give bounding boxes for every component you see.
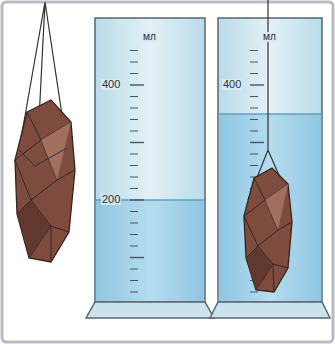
tick: [130, 223, 138, 224]
tick: [250, 73, 258, 74]
tick: [250, 165, 258, 166]
unit-label: мл: [262, 32, 277, 42]
water: [96, 200, 204, 301]
scale-number: 400: [222, 79, 242, 90]
tick: [130, 269, 138, 270]
water: [219, 114, 321, 301]
tick: [130, 177, 138, 178]
tick: [130, 257, 144, 258]
tick: [250, 131, 258, 132]
stone: [244, 0, 292, 292]
stone: [15, 2, 75, 262]
tick: [250, 84, 264, 85]
tick: [250, 108, 258, 109]
tick: [130, 234, 138, 235]
tick: [250, 142, 264, 143]
tick: [130, 119, 138, 120]
cylinder: [86, 18, 214, 318]
unit-label: мл: [142, 32, 157, 42]
tick: [250, 50, 258, 51]
cylinder-base: [210, 302, 330, 318]
tick: [130, 108, 138, 109]
tick: [130, 154, 138, 155]
tick: [130, 142, 144, 143]
tick: [130, 73, 138, 74]
scale-number: 400: [101, 79, 121, 90]
tick: [130, 96, 138, 97]
tick: [130, 246, 138, 247]
tick: [130, 131, 138, 132]
tick: [130, 211, 138, 212]
tick: [130, 188, 138, 189]
tick: [130, 62, 138, 63]
tick: [130, 165, 138, 166]
frame: [2, 2, 333, 342]
tick: [250, 62, 258, 63]
tick: [130, 50, 138, 51]
tick: [250, 154, 258, 155]
tick: [250, 96, 258, 97]
scale-number: 200: [101, 194, 121, 205]
tick: [250, 292, 258, 293]
scale-ticks: [130, 51, 144, 293]
tick: [130, 199, 144, 200]
cylinder: [210, 18, 330, 318]
cylinder-base: [86, 302, 214, 318]
tick: [130, 280, 138, 281]
tick: [130, 292, 138, 293]
tick: [250, 119, 258, 120]
tick: [130, 84, 144, 85]
